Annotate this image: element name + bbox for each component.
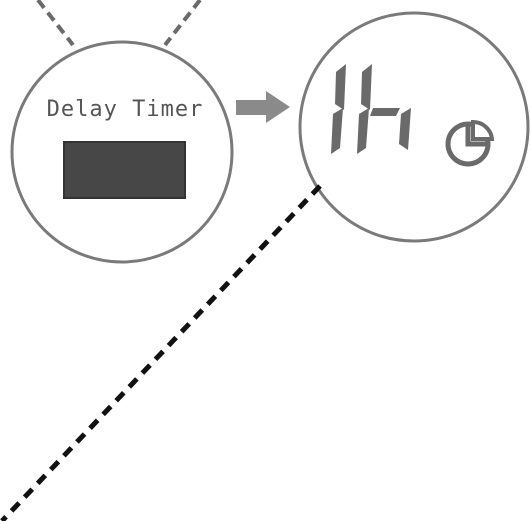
top-right-leader-line <box>163 0 202 47</box>
delay-timer-label: Delay Timer <box>47 97 204 122</box>
right-arrow-icon <box>236 91 290 123</box>
display-callout <box>298 11 530 243</box>
delay-timer-button[interactable] <box>63 141 186 199</box>
display-digits-1h <box>331 64 411 154</box>
top-left-leader-line <box>36 0 75 47</box>
timer-pie-icon <box>445 119 495 167</box>
right-callout-circle <box>298 11 530 243</box>
diagonal-leader-line <box>0 184 322 521</box>
delay-timer-callout: Delay Timer <box>10 40 234 264</box>
